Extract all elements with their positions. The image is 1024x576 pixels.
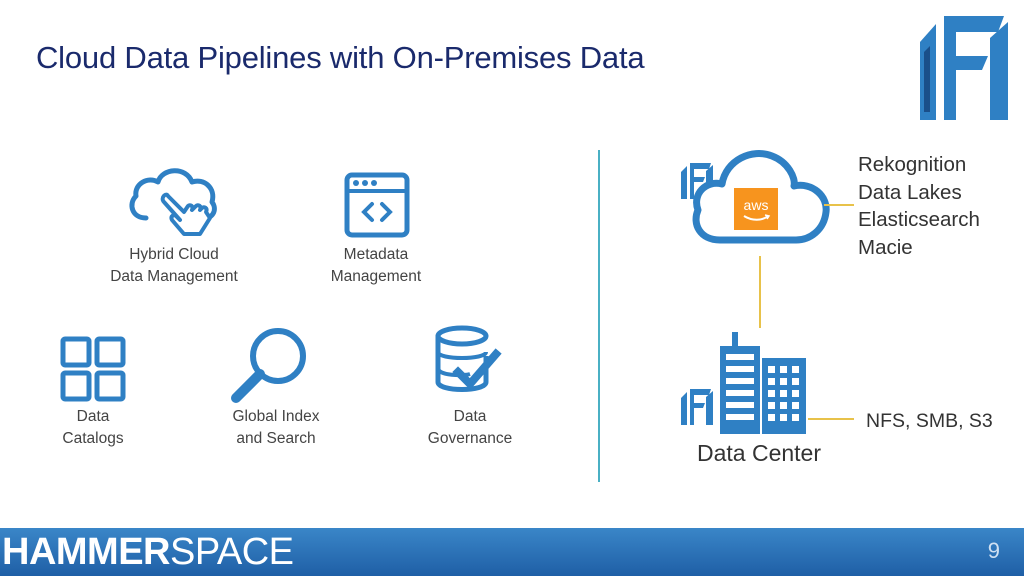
hammerspace-logo-icon	[916, 12, 1012, 122]
hybrid-cloud-caption: Hybrid Cloud Data Management	[110, 246, 238, 285]
datacenter-label: Data Center	[697, 440, 822, 466]
aws-badge: aws	[734, 188, 778, 230]
service-elasticsearch: Elasticsearch	[858, 208, 980, 231]
datacenter-buildings-icon	[720, 332, 806, 434]
cloud-services-connector	[824, 204, 854, 206]
search-magnifier-icon	[231, 328, 306, 403]
page-number: 9	[987, 538, 1000, 563]
code-window-icon	[344, 172, 410, 238]
aws-badge-text: aws	[743, 197, 769, 213]
cloud-datacenter-connector	[759, 256, 761, 328]
section-divider	[598, 150, 600, 482]
datacenter-protocols-connector	[808, 418, 854, 420]
service-macie: Macie	[858, 235, 913, 259]
cloud-services-list: Rekognition Data Lakes Elasticsearch Mac…	[858, 151, 980, 261]
hybrid-cloud-hand-icon	[129, 168, 217, 236]
brand-light: SPACE	[169, 531, 294, 573]
metadata-caption: Metadata Management	[330, 246, 422, 285]
service-data-lakes: Data Lakes	[858, 180, 962, 204]
slide-title: Cloud Data Pipelines with On-Premises Da…	[36, 40, 645, 75]
brand-bold: HAMMER	[2, 531, 170, 573]
grid-catalog-icon	[60, 336, 126, 402]
governance-caption: Data Governance	[427, 408, 513, 447]
global-index-caption: Global Index and Search	[232, 408, 320, 447]
footer-brand: HAMMERSPACE	[2, 532, 294, 572]
footer-bar: HAMMERSPACE 9	[0, 528, 1024, 576]
service-rekognition: Rekognition	[858, 153, 967, 176]
catalogs-caption: Data Catalogs	[62, 408, 124, 447]
database-check-icon	[435, 325, 502, 392]
aws-smile-icon	[743, 214, 771, 221]
protocols-label: NFS, SMB, S3	[866, 410, 993, 432]
hammerspace-small-logo-icon	[681, 389, 713, 425]
